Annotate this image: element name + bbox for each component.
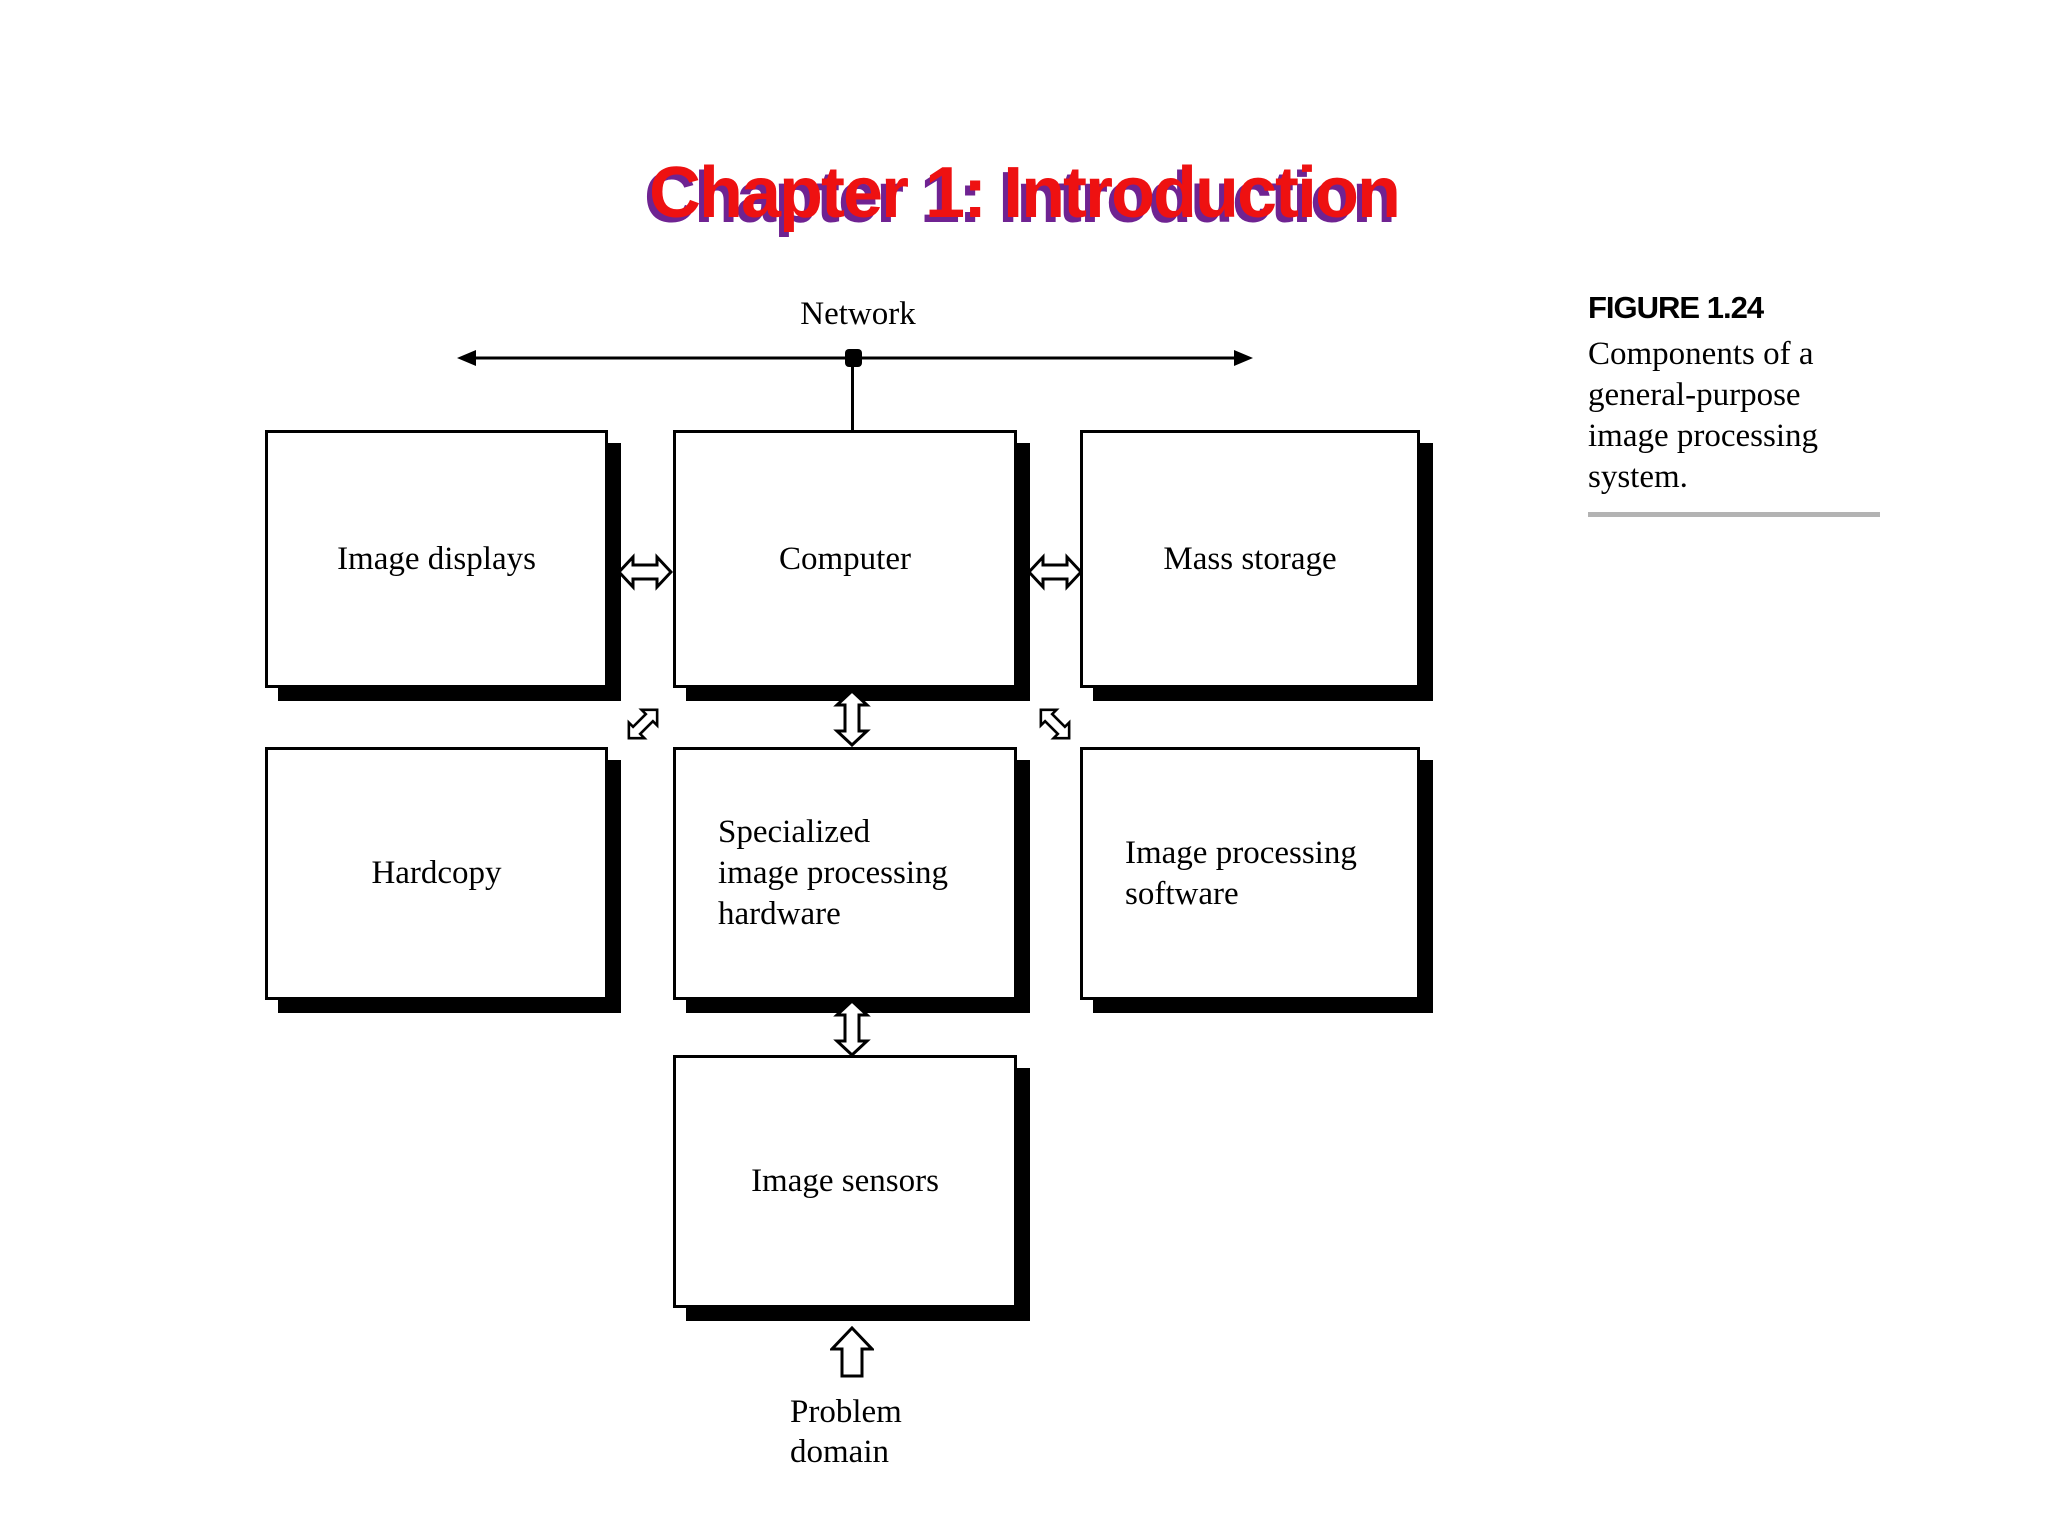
problem-domain-label: Problem domain [790, 1394, 902, 1470]
box-specialized-hardware: Specialized image processing hardware [673, 747, 1017, 1000]
box-image-sensors: Image sensors [673, 1055, 1017, 1308]
figure-number: FIGURE 1.24 [1588, 290, 1764, 325]
box-image-processing-software-label: Image processing software [1125, 834, 1357, 912]
box-image-displays: Image displays [265, 430, 608, 688]
box-image-processing-software: Image processing software [1080, 747, 1420, 1000]
slide-title: Chapter 1: Introduction [649, 153, 1401, 233]
box-hardcopy-label: Hardcopy [371, 855, 502, 891]
double-arrow-displays-computer-icon [617, 553, 673, 591]
box-computer: Computer [673, 430, 1017, 688]
box-image-displays-label: Image displays [337, 540, 536, 577]
box-mass-storage: Mass storage [1080, 430, 1420, 688]
box-hardcopy: Hardcopy [265, 747, 608, 1000]
box-image-sensors-label: Image sensors [751, 1163, 939, 1199]
network-bus-line [457, 349, 1253, 367]
up-arrow-problem-domain-icon [830, 1326, 874, 1378]
box-specialized-hardware-label: Specialized image processing hardware [718, 814, 949, 932]
double-arrow-computer-software-icon [1039, 708, 1071, 740]
box-computer-label: Computer [779, 540, 911, 577]
caption-rule [1588, 512, 1880, 517]
double-arrow-specialized-sensors-icon [833, 999, 871, 1057]
figure-caption: FIGURE 1.24 Components of a general-purp… [1588, 290, 1898, 517]
network-label: Network [800, 296, 916, 332]
network-to-computer-connector [851, 357, 854, 433]
double-arrow-computer-hardcopy-icon [627, 708, 659, 740]
figure-caption-text: Components of a general-purpose image pr… [1588, 336, 1819, 495]
box-mass-storage-label: Mass storage [1163, 540, 1337, 577]
double-arrow-computer-specialized-icon [833, 689, 871, 747]
double-arrow-computer-storage-icon [1027, 553, 1083, 591]
